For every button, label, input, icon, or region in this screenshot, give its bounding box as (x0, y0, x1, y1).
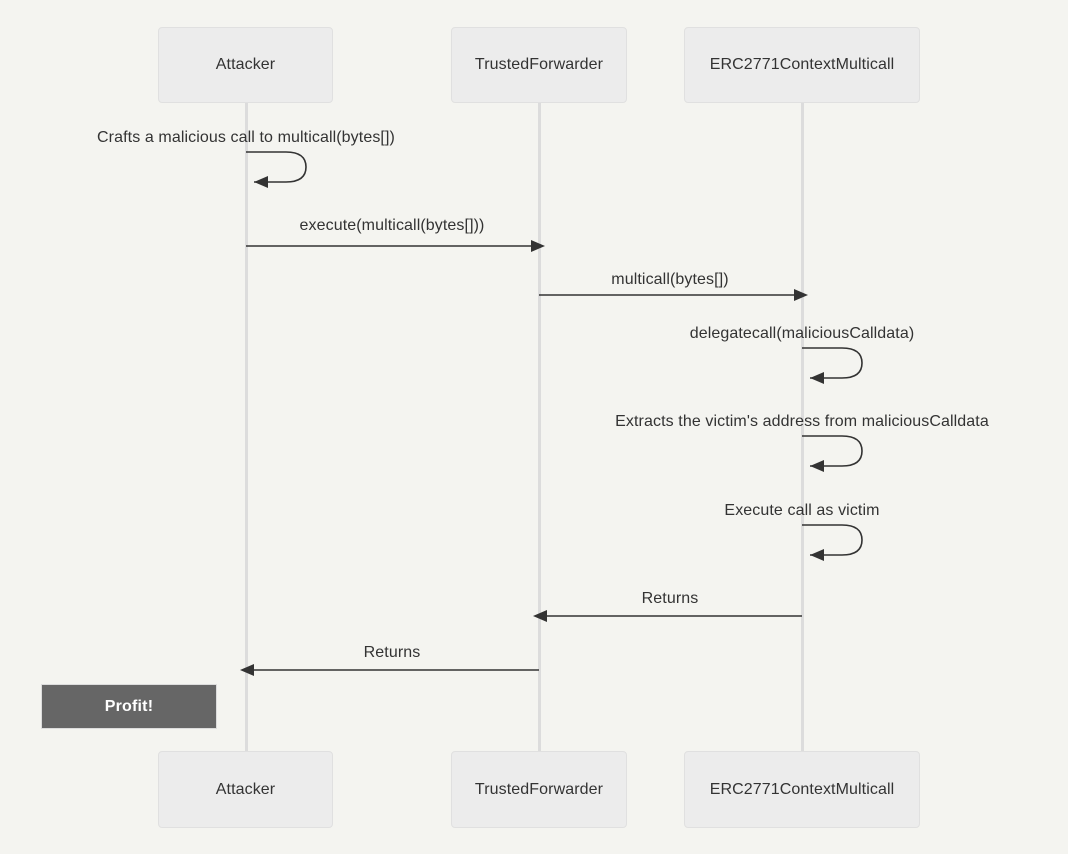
message-text: execute(multicall(bytes[])) (299, 217, 485, 234)
actor-box-top-trustedforwarder[interactable]: TrustedForwarder (451, 27, 627, 103)
actor-label: ERC2771ContextMulticall (709, 780, 895, 798)
message-text: Extracts the victim's address from malic… (615, 413, 989, 430)
actor-box-bottom-attacker[interactable]: Attacker (158, 751, 333, 828)
message-text: Execute call as victim (724, 502, 880, 519)
actor-label: TrustedForwarder (474, 56, 604, 73)
message-text: Returns (641, 590, 699, 607)
message-arrow-execute-multicall (246, 240, 545, 252)
message-text: delegatecall(maliciousCalldata) (689, 325, 915, 342)
message-arrow-returns-context-to-forwarder (533, 610, 802, 622)
note-label: Profit! (104, 697, 154, 715)
message-label-returns-context-to-forwarder: Returns (424, 590, 916, 608)
message-label-execute-call-as-victim: Execute call as victim (556, 502, 1048, 520)
actor-label: ERC2771ContextMulticall (709, 56, 895, 73)
message-text: Returns (363, 644, 421, 661)
message-text: multicall(bytes[]) (611, 271, 729, 288)
actor-box-bottom-erc2771contextmulticall[interactable]: ERC2771ContextMulticall (684, 751, 920, 828)
message-label-crafts-malicious-call: Crafts a malicious call to multicall(byt… (0, 129, 492, 147)
actor-box-bottom-trustedforwarder[interactable]: TrustedForwarder (451, 751, 627, 828)
note-profit: Profit! (41, 684, 217, 729)
self-loop-arrow-extracts-victim-address (802, 435, 863, 472)
lifeline-erc2771contextmulticall (801, 103, 804, 751)
actor-box-top-attacker[interactable]: Attacker (158, 27, 333, 103)
lifeline-trustedforwarder (538, 103, 541, 751)
message-arrow-multicall (539, 289, 808, 301)
actor-label: TrustedForwarder (474, 780, 604, 798)
message-arrow-returns-forwarder-to-attacker (240, 664, 539, 676)
self-loop-arrow-execute-call-as-victim (802, 524, 863, 561)
actor-box-top-erc2771contextmulticall[interactable]: ERC2771ContextMulticall (684, 27, 920, 103)
self-loop-arrow-delegatecall (802, 347, 863, 384)
actor-label: Attacker (215, 780, 276, 798)
actor-label: Attacker (215, 56, 276, 73)
message-text: Crafts a malicious call to multicall(byt… (97, 129, 395, 146)
message-label-returns-forwarder-to-attacker: Returns (146, 644, 638, 662)
message-label-extracts-victim-address: Extracts the victim's address from malic… (556, 413, 1048, 431)
message-label-multicall: multicall(bytes[]) (424, 271, 916, 289)
message-label-execute-multicall: execute(multicall(bytes[])) (146, 217, 638, 235)
message-label-delegatecall: delegatecall(maliciousCalldata) (556, 325, 1048, 343)
self-loop-arrow-crafts-malicious-call (246, 151, 307, 188)
lifeline-attacker (245, 103, 248, 751)
